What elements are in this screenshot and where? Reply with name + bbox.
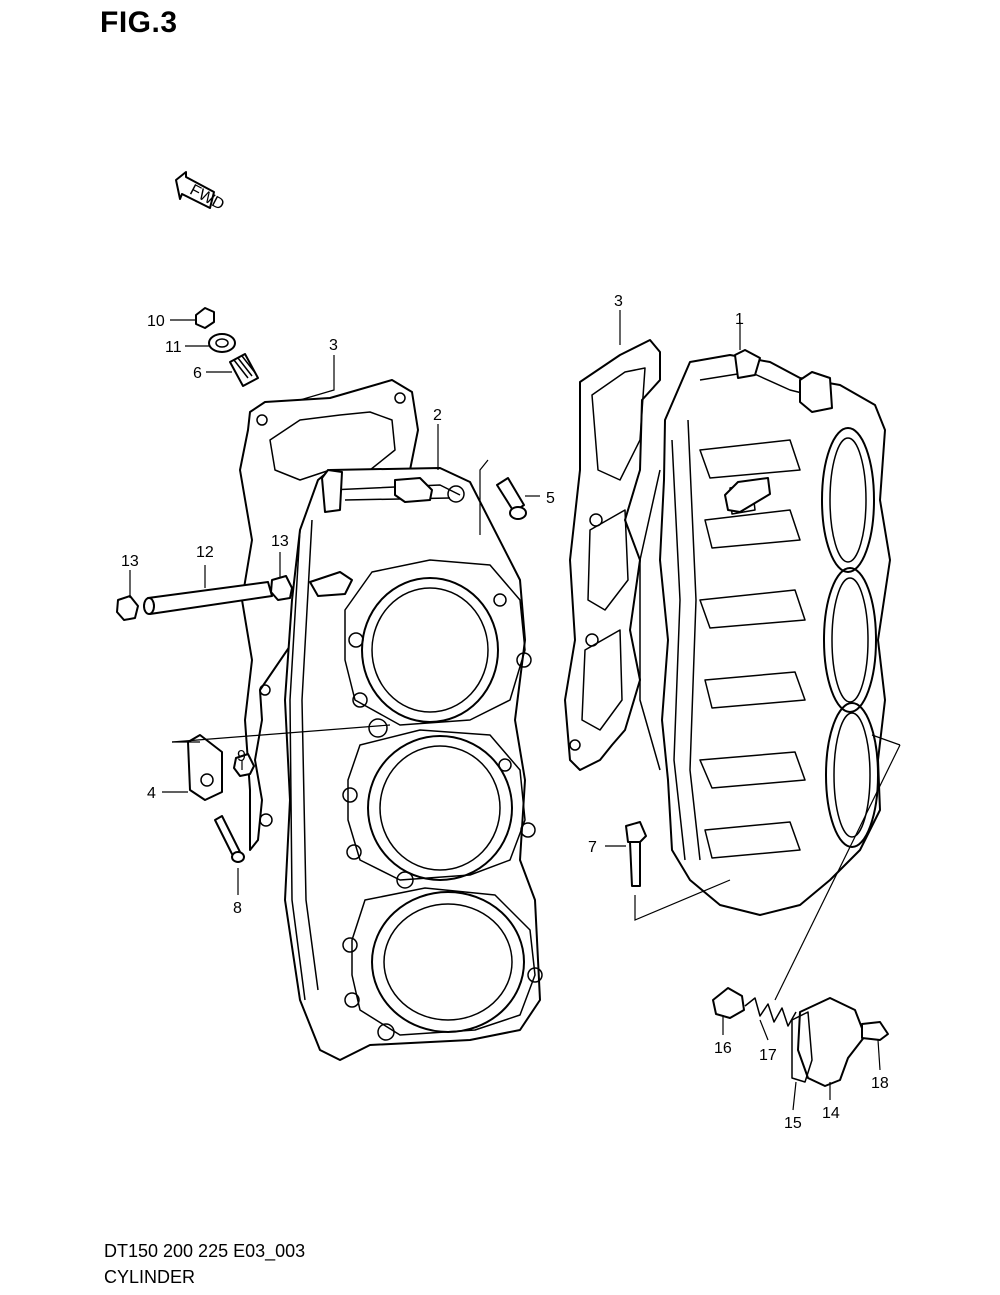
part-cover-14 [797, 997, 866, 1087]
callout-4: 4 [147, 785, 156, 802]
callout-17: 17 [759, 1047, 777, 1064]
diagram-code: DT150 200 225 E03_003 [104, 1241, 306, 1261]
callout-1: 1 [735, 311, 744, 328]
callout-15: 15 [784, 1115, 802, 1132]
forward-arrow-icon: FWD [175, 171, 227, 214]
part-pipe-12 [143, 581, 273, 615]
part-screw-8 [214, 815, 245, 863]
callout-7: 7 [588, 839, 597, 856]
cylinder-bore-3 [351, 887, 536, 1036]
callout-11: 11 [165, 339, 182, 356]
part-stud-6 [229, 353, 259, 387]
callout-3-right: 3 [614, 293, 623, 310]
left-cylinder-block [239, 379, 543, 1061]
callout-14: 14 [822, 1105, 840, 1122]
part-washer-11 [208, 333, 236, 353]
callout-12: 12 [196, 544, 214, 561]
part-bolt-18 [861, 1021, 889, 1041]
cylinder-bore-1 [344, 559, 526, 726]
part-spring-17 [744, 997, 797, 1027]
callout-3-left: 3 [329, 337, 338, 354]
figure-title: FIG.3 [100, 6, 178, 39]
callout-8: 8 [233, 900, 242, 917]
callout-13-left: 13 [121, 553, 139, 570]
leader-lines [129, 310, 901, 1111]
callout-18: 18 [871, 1075, 889, 1092]
callout-9: 9 [237, 748, 246, 765]
part-plug-9 [233, 753, 255, 777]
cylinder-bore-2 [347, 729, 526, 881]
part-clip-13-right [270, 575, 293, 601]
part-gasket-15 [791, 1011, 813, 1083]
callout-2: 2 [433, 407, 442, 424]
part-clip-13-left [116, 595, 139, 621]
part-thermostat-16 [712, 987, 745, 1019]
part-bolt-7 [625, 821, 647, 887]
part-bolt-5 [496, 477, 527, 520]
callout-6: 6 [193, 365, 202, 382]
fwd-label: FWD [187, 182, 227, 214]
part-bracket-4 [187, 734, 223, 801]
callout-labels: 10 11 6 3 2 5 3 1 12 13 13 4 9 8 7 16 17… [121, 293, 889, 1132]
callout-5: 5 [546, 490, 555, 507]
callout-13-right: 13 [271, 533, 289, 550]
callout-16: 16 [714, 1040, 732, 1057]
right-cylinder-block [564, 339, 891, 916]
part-nut-10 [195, 307, 215, 329]
diagram-caption: CYLINDER [104, 1267, 196, 1287]
callout-10: 10 [147, 313, 165, 330]
